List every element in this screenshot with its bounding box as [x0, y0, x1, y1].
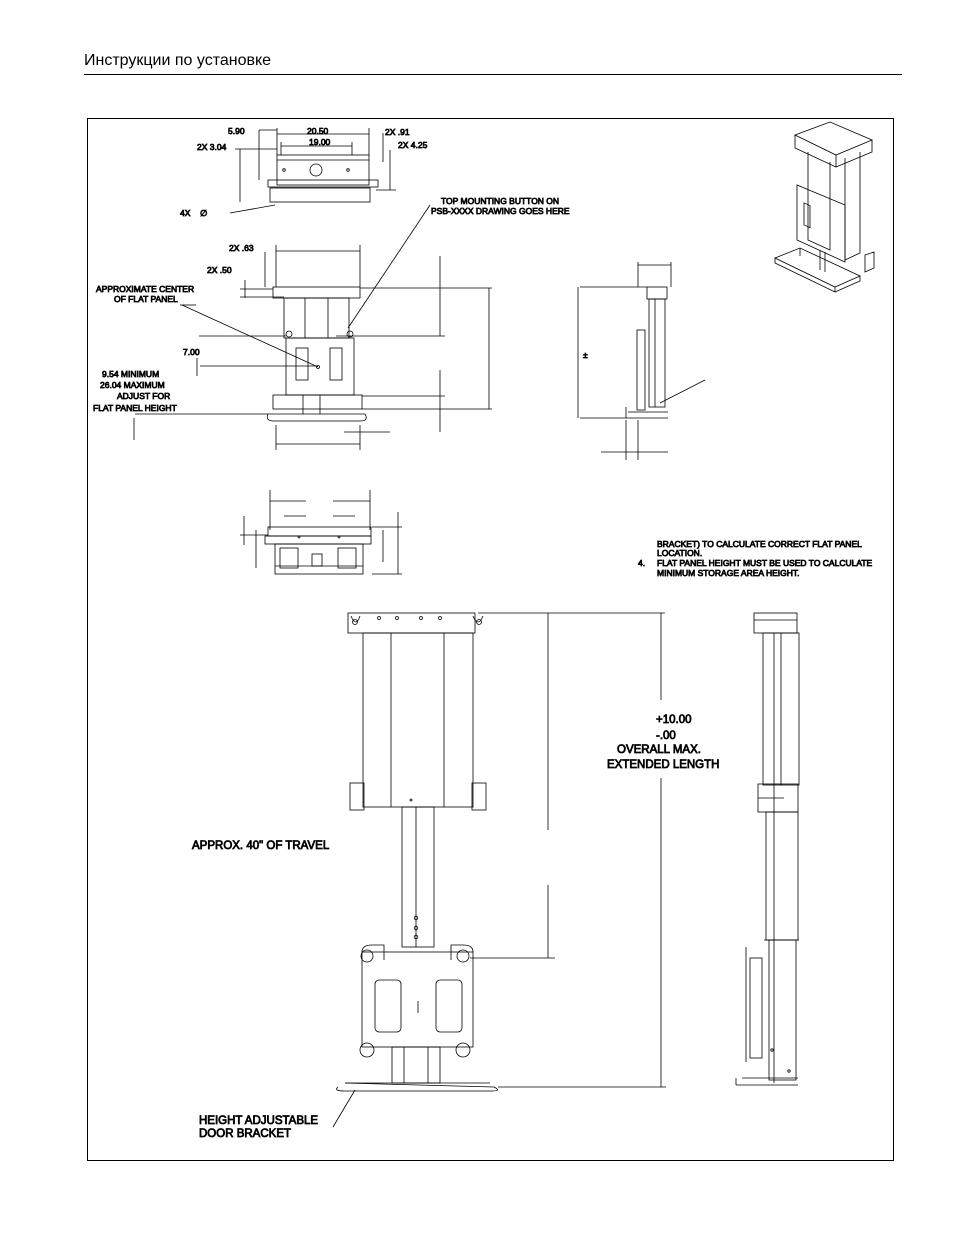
dim-2x-4-25: 2X 4.25	[398, 140, 428, 150]
dim-19-00: 19.00	[309, 137, 331, 147]
dim-2x-63: 2X .63	[229, 243, 254, 253]
side-view	[577, 262, 706, 460]
front-view	[133, 204, 492, 450]
dim-2x-91: 2X .91	[385, 127, 410, 137]
mounting-note-line1: TOP MOUNTING BUTTON ON	[441, 196, 559, 206]
dim-20-50: 20.50	[307, 126, 329, 136]
center-label-line1: APPROXIMATE CENTER	[96, 284, 194, 294]
isometric-view	[774, 121, 875, 293]
adjust-line4: FLAT PANEL HEIGHT	[93, 403, 177, 413]
overall-max-line1: OVERALL MAX.	[617, 744, 701, 756]
extended-side-view	[735, 612, 800, 1086]
note-line3: FLAT PANEL HEIGHT MUST BE USED TO CALCUL…	[657, 558, 873, 568]
adjust-line3: ADJUST FOR	[117, 391, 170, 401]
note-line2: LOCATION.	[657, 548, 702, 558]
page-title: Инструкции по установке	[84, 52, 272, 69]
plusminus-mark: ±	[583, 350, 588, 360]
overall-max-line2: EXTENDED LENGTH	[607, 759, 719, 771]
dim-4x: 4X	[180, 208, 191, 218]
adjust-line2: 26.04 MAXIMUM	[100, 380, 165, 390]
dim-7-00: 7.00	[183, 347, 200, 357]
door-bracket-line2: DOOR BRACKET	[199, 1128, 291, 1140]
adjust-line1: 9.54 MINIMUM	[102, 369, 159, 379]
extended-front-view	[332, 612, 666, 1128]
tolerance-plus: +10.00	[656, 714, 692, 726]
tolerance-minus: -.00	[656, 730, 676, 742]
door-bracket-line1: HEIGHT ADJUSTABLE	[199, 1115, 318, 1127]
travel-label: APPROX. 40" OF TRAVEL	[192, 840, 330, 852]
dim-2x-3-04: 2X 3.04	[197, 142, 227, 152]
note-line1: BRACKET) TO CALCULATE CORRECT FLAT PANEL	[657, 539, 862, 549]
top-view	[229, 128, 396, 214]
drawing-frame	[87, 118, 894, 1161]
header-rule	[84, 74, 902, 75]
dim-5-90: 5.90	[228, 126, 245, 136]
center-label-line2: OF FLAT PANEL	[114, 294, 178, 304]
dim-2x-50: 2X .50	[207, 265, 232, 275]
note-line4: MINIMUM STORAGE AREA HEIGHT.	[657, 568, 799, 578]
note-number-4: 4.	[638, 558, 645, 568]
bottom-view	[240, 490, 402, 575]
dim-diameter: ∅	[200, 208, 208, 218]
mounting-note-line2: PSB-XXXX DRAWING GOES HERE	[431, 206, 570, 216]
